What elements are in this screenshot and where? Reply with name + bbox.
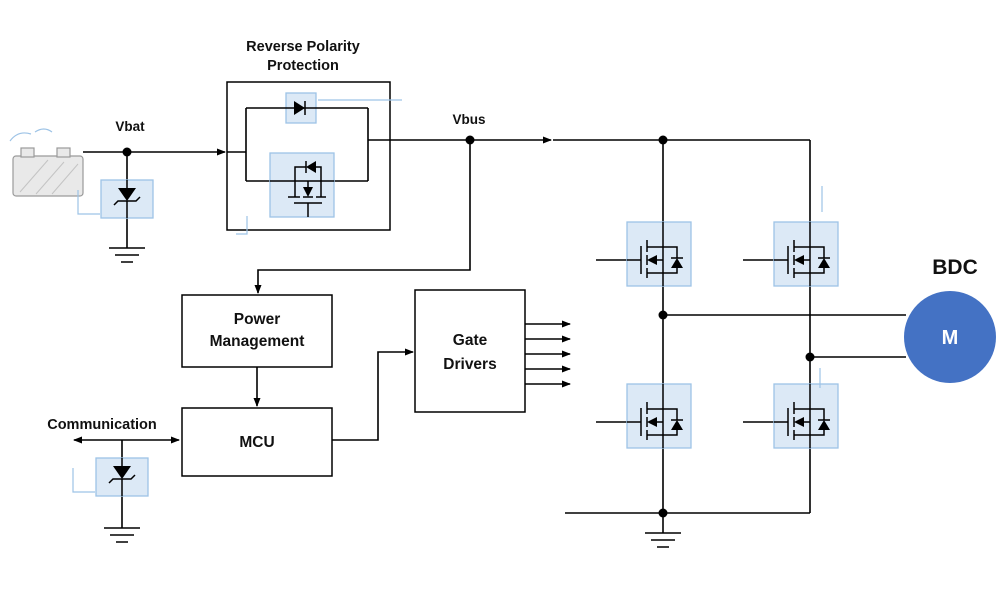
motor: BDC M <box>904 256 996 383</box>
mcu-label: MCU <box>239 434 274 451</box>
battery-icon <box>9 128 84 197</box>
bridge-node-right-mid <box>805 352 815 362</box>
gate-drivers-label-line2: Drivers <box>443 356 496 373</box>
vbus-label: Vbus <box>452 112 485 127</box>
annotation-mark <box>72 468 95 493</box>
hbridge-mosfet-q3-icon <box>626 383 692 449</box>
tvs-diode-vbat-icon <box>100 179 154 219</box>
communication-label: Communication <box>47 417 157 433</box>
power-management-label-line2: Management <box>210 333 305 350</box>
mosfet-gate-stubs <box>596 259 774 423</box>
rpp-internal-wires <box>227 107 390 182</box>
tvs-diode-communication-icon <box>95 457 149 497</box>
motor-circle <box>904 291 996 383</box>
gate-drivers-block: Gate Drivers <box>414 289 526 413</box>
power-management-label-line1: Power <box>234 311 281 328</box>
vbat-node <box>122 147 132 157</box>
h-bridge <box>565 135 906 548</box>
ground-symbol-vbat <box>108 247 146 263</box>
mcu-box <box>181 407 333 477</box>
mcu-block: MCU <box>181 407 333 477</box>
annotation-mark <box>236 216 248 235</box>
annotation-mark <box>819 186 823 388</box>
vbat-label: Vbat <box>115 119 145 134</box>
power-management-block: Power Management <box>181 294 333 368</box>
rpp-title-line2: Protection <box>267 58 339 74</box>
annotation-mark <box>77 190 100 215</box>
gate-drivers-label-line1: Gate <box>453 332 488 349</box>
bdc-label: BDC <box>932 256 978 279</box>
gate-drivers-box <box>414 289 526 413</box>
bridge-node-bottom <box>658 508 668 518</box>
mcu-to-gate-drivers-wire <box>332 348 414 441</box>
vbat-branch: Vbat <box>77 119 226 263</box>
power-management-box <box>181 294 333 368</box>
hbridge-mosfet-q1-icon <box>626 221 692 287</box>
vbus-to-power-management-wire <box>254 140 471 294</box>
reverse-polarity-mosfet-icon <box>269 152 335 218</box>
vbus-node <box>465 135 475 145</box>
ground-symbol-hbridge <box>644 532 682 548</box>
motor-label: M <box>942 327 959 349</box>
reverse-polarity-protection: Reverse Polarity Protection <box>226 39 402 235</box>
hbridge-mosfet-q2-icon <box>773 221 839 287</box>
gate-drive-output-arrows <box>525 320 571 388</box>
communication-interface: Communication <box>47 417 180 543</box>
bridge-node-top <box>658 135 668 145</box>
rpp-title-line1: Reverse Polarity <box>246 39 360 55</box>
vbus-rail: Vbus <box>254 112 810 294</box>
blocking-diode-icon <box>294 101 306 115</box>
ground-symbol-communication <box>103 527 141 543</box>
bridge-node-left-mid <box>658 310 668 320</box>
hbridge-mosfet-q4-icon <box>773 383 839 449</box>
